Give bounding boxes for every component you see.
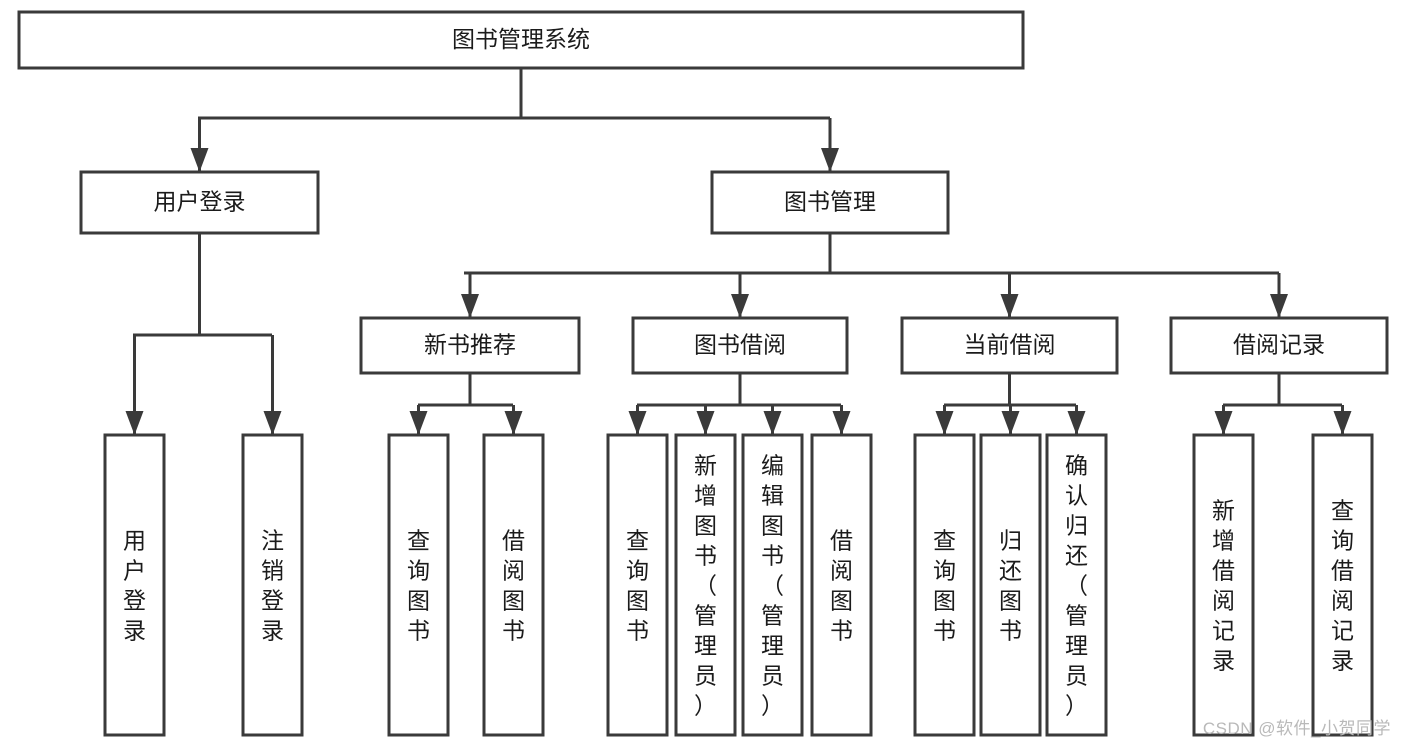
arrow-head-borrow-record [1270,294,1288,318]
node-label-leaf-borrow-book-rec: 借阅图书 [502,527,525,643]
node-label-leaf-user-login: 用户登录 [123,527,146,643]
node-leaf-query-record[interactable]: 查询借阅记录 [1311,433,1374,737]
node-box-leaf-add-book[interactable] [674,433,737,737]
node-user-login[interactable]: 用户登录 [79,170,320,235]
arrow-head-leaf-query-book-borrow [628,411,647,435]
node-box-leaf-logout[interactable] [241,433,304,737]
node-box-borrow-record[interactable] [1169,316,1389,375]
arrow-head-leaf-add-book [696,411,715,435]
node-leaf-edit-book[interactable]: 编辑图书（管理员） [741,433,804,737]
node-label-borrow-record: 借阅记录 [1233,332,1325,358]
node-box-current-borrow[interactable] [900,316,1119,375]
node-label-current-borrow: 当前借阅 [964,332,1056,358]
node-label-leaf-query-book-borrow: 查询图书 [626,527,649,643]
node-box-user-login[interactable] [79,170,320,235]
arrow-head-new-book-rec [461,294,479,318]
node-leaf-user-login[interactable]: 用户登录 [103,433,166,737]
node-leaf-add-book[interactable]: 新增图书（管理员） [674,433,737,737]
arrow-head-leaf-user-login [125,411,144,435]
node-leaf-confirm-return[interactable]: 确认归还（管理员） [1045,433,1108,737]
node-leaf-borrow-book-rec[interactable]: 借阅图书 [482,433,545,737]
node-box-leaf-query-book-rec[interactable] [387,433,450,737]
node-book-borrow[interactable]: 图书借阅 [631,316,849,375]
node-box-new-book-rec[interactable] [359,316,581,375]
node-current-borrow[interactable]: 当前借阅 [900,316,1119,375]
node-label-leaf-logout: 注销登录 [261,527,284,643]
node-label-new-book-rec: 新书推荐 [424,332,516,358]
node-box-book-manage[interactable] [710,170,950,235]
node-leaf-query-book-current[interactable]: 查询图书 [913,433,976,737]
arrow-head-book-manage [821,148,839,172]
node-label-leaf-borrow-book: 借阅图书 [830,527,853,643]
node-box-leaf-user-login[interactable] [103,433,166,737]
node-label-leaf-add-book: 新增图书（管理员） [694,452,717,718]
node-label-leaf-confirm-return: 确认归还（管理员） [1065,452,1088,718]
arrow-head-book-borrow [731,294,749,318]
node-leaf-logout[interactable]: 注销登录 [241,433,304,737]
node-box-root[interactable] [17,10,1025,70]
watermark: CSDN @软件_小贺同学 [1202,719,1391,738]
arrow-head-leaf-add-record [1214,411,1233,435]
connector-layer [125,68,1352,435]
node-label-user-login: 用户登录 [154,189,246,215]
arrow-head-leaf-borrow-book-rec [504,411,523,435]
node-label-leaf-edit-book: 编辑图书（管理员） [761,452,784,718]
node-label-leaf-query-book-rec: 查询图书 [407,527,430,643]
node-box-leaf-add-record[interactable] [1192,433,1255,737]
node-leaf-return-book[interactable]: 归还图书 [979,433,1042,737]
node-box-leaf-query-record[interactable] [1311,433,1374,737]
arrow-head-leaf-query-book-rec [409,411,428,435]
arrow-head-leaf-confirm-return [1067,411,1086,435]
node-box-leaf-confirm-return[interactable] [1045,433,1108,737]
node-leaf-query-book-borrow[interactable]: 查询图书 [606,433,669,737]
node-box-leaf-borrow-book[interactable] [810,433,873,737]
arrow-head-leaf-borrow-book [832,411,851,435]
node-box-leaf-edit-book[interactable] [741,433,804,737]
arrow-head-leaf-return-book [1001,411,1020,435]
node-root[interactable]: 图书管理系统 [17,10,1025,70]
arrow-head-leaf-logout [263,411,282,435]
node-label-book-borrow: 图书借阅 [694,332,786,358]
node-box-leaf-borrow-book-rec[interactable] [482,433,545,737]
node-new-book-rec[interactable]: 新书推荐 [359,316,581,375]
node-label-leaf-query-record: 查询借阅记录 [1331,497,1354,673]
node-box-leaf-return-book[interactable] [979,433,1042,737]
arrow-head-leaf-query-book-current [935,411,954,435]
arrow-head-user-login [190,148,209,172]
node-box-leaf-query-book-current[interactable] [913,433,976,737]
arrow-head-leaf-edit-book [763,411,782,435]
arrow-head-leaf-query-record [1333,411,1352,435]
node-leaf-borrow-book[interactable]: 借阅图书 [810,433,873,737]
node-box-book-borrow[interactable] [631,316,849,375]
node-borrow-record[interactable]: 借阅记录 [1169,316,1389,375]
node-label-leaf-query-book-current: 查询图书 [933,527,956,643]
node-label-root: 图书管理系统 [452,26,590,52]
node-book-manage[interactable]: 图书管理 [710,170,950,235]
node-leaf-add-record[interactable]: 新增借阅记录 [1192,433,1255,737]
node-layer: 图书管理系统用户登录图书管理新书推荐图书借阅当前借阅借阅记录用户登录注销登录查询… [17,10,1389,737]
node-label-book-manage: 图书管理 [784,189,876,215]
node-label-leaf-return-book: 归还图书 [999,527,1022,643]
node-label-leaf-add-record: 新增借阅记录 [1212,497,1235,673]
node-box-leaf-query-book-borrow[interactable] [606,433,669,737]
arrow-head-current-borrow [1000,294,1019,318]
node-leaf-query-book-rec[interactable]: 查询图书 [387,433,450,737]
